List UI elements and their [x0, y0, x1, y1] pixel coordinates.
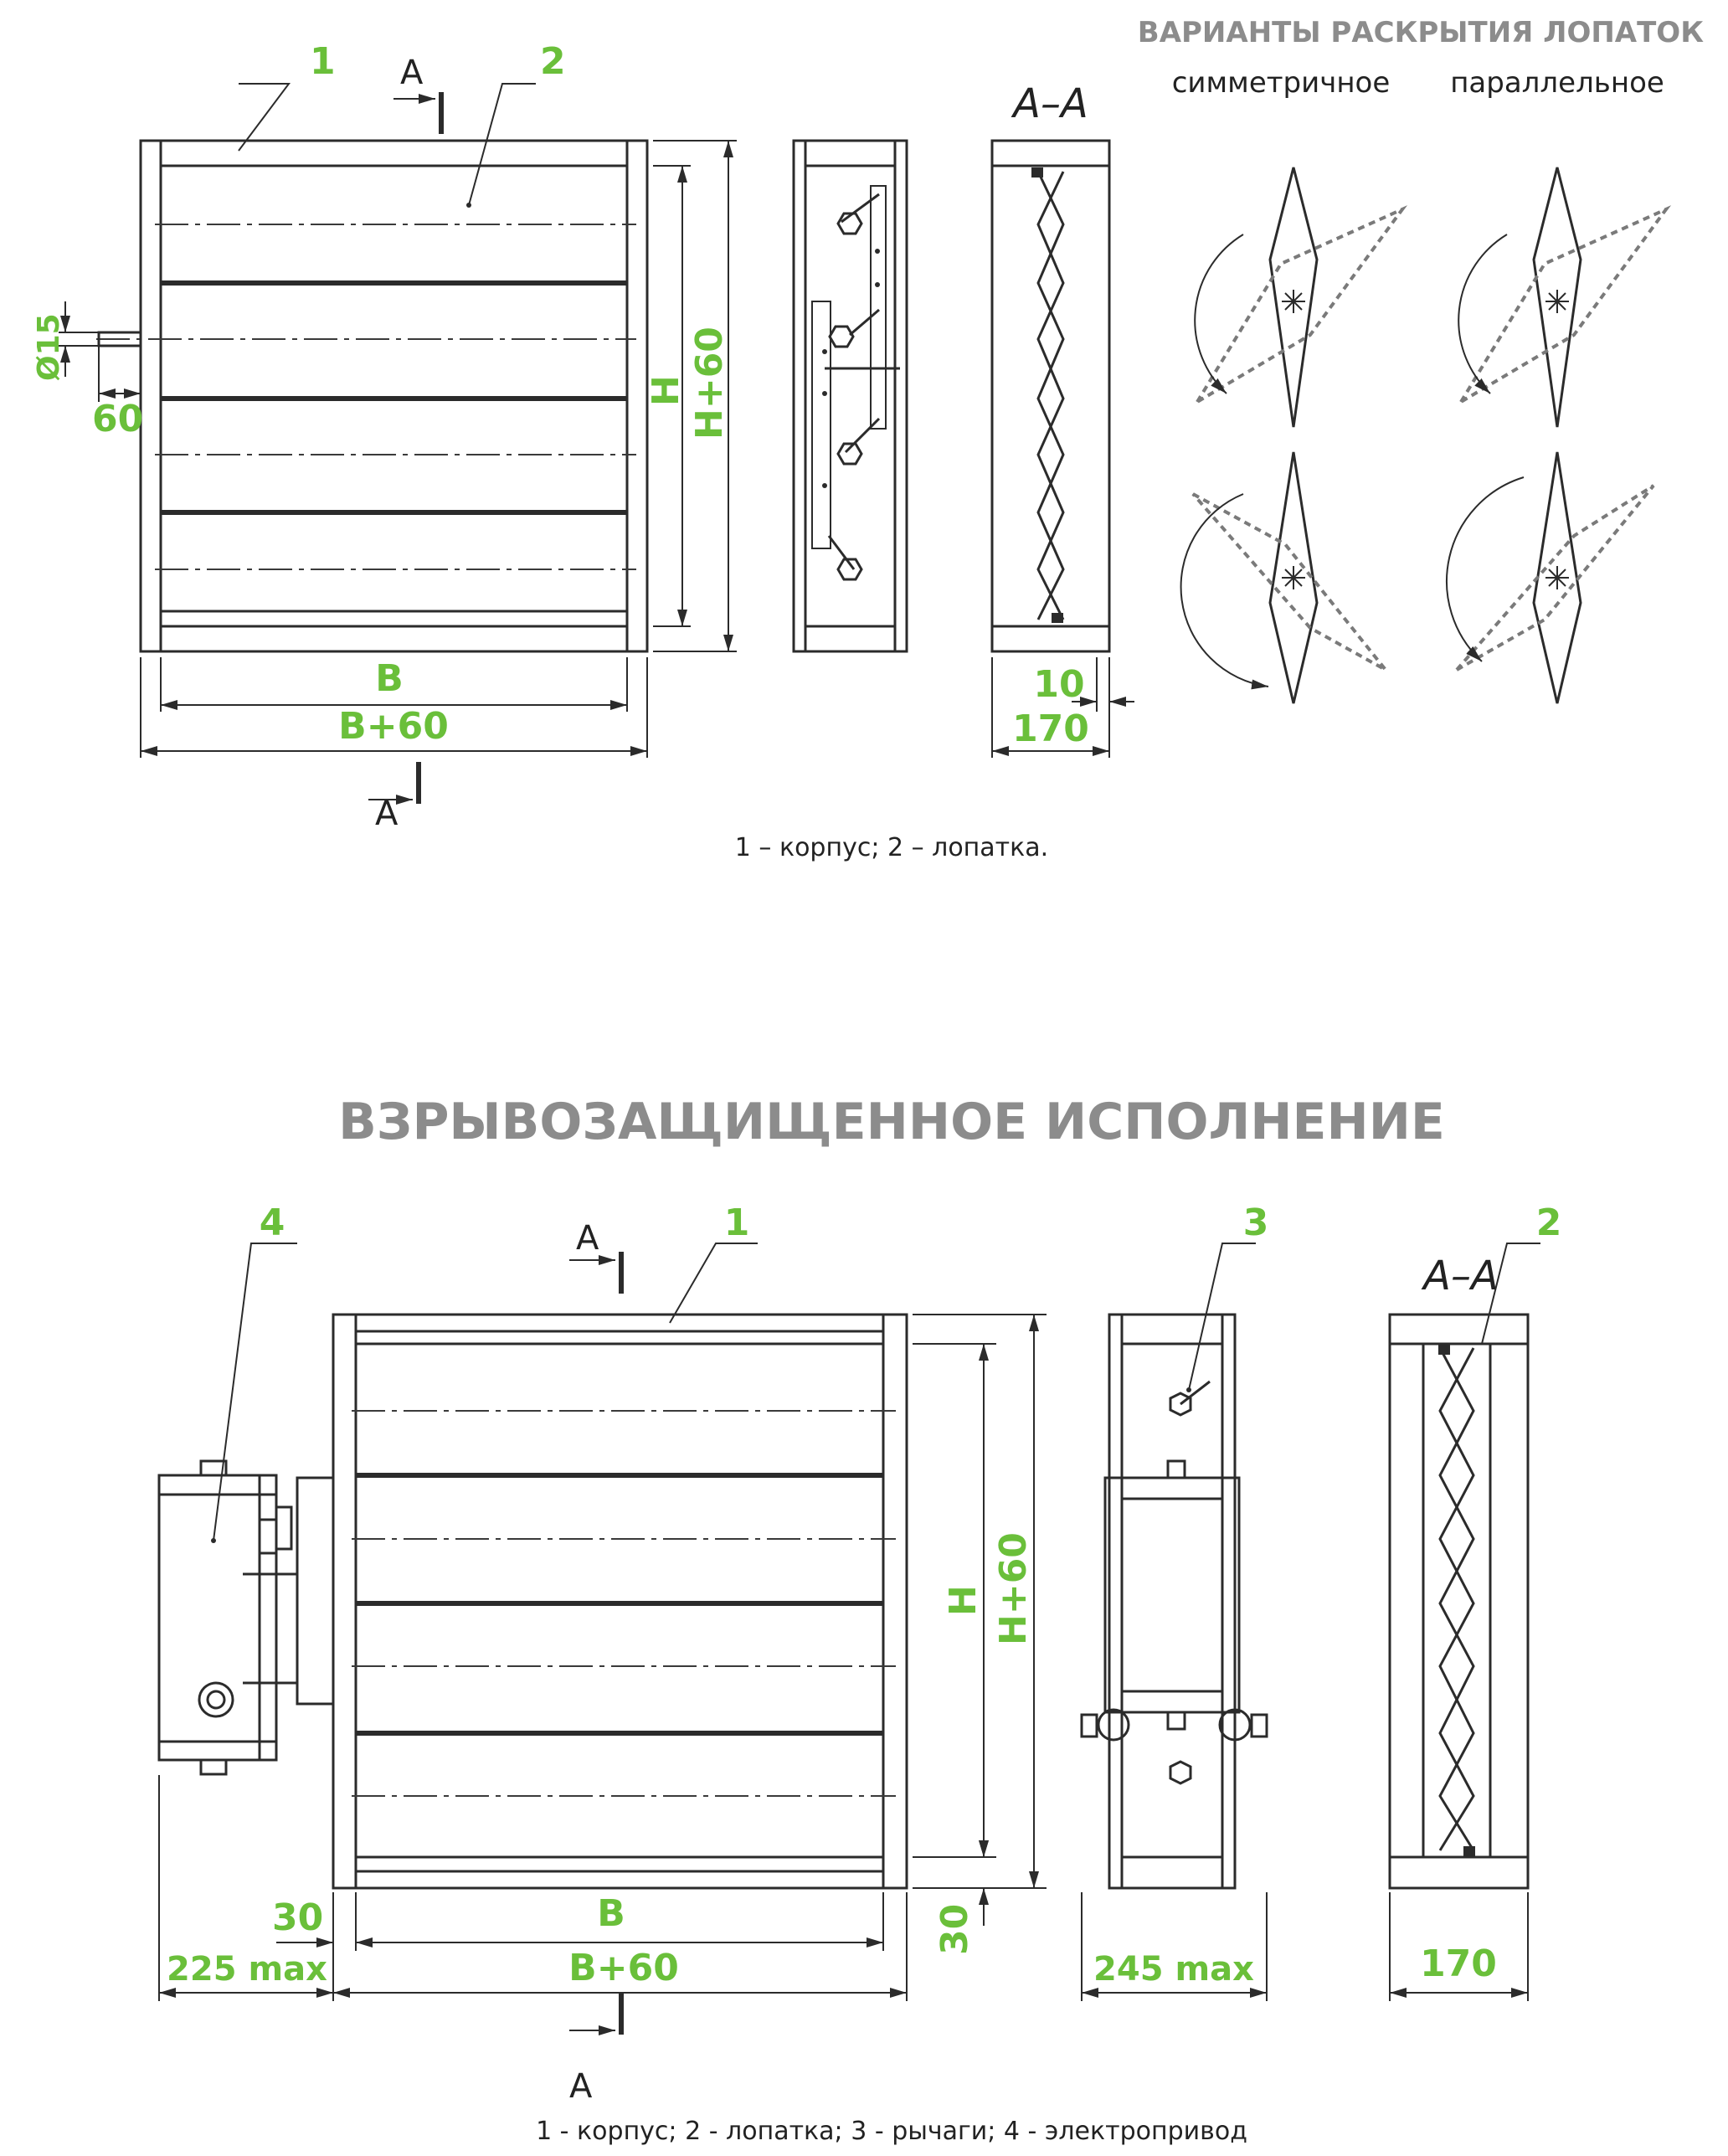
blade-variants [1180, 167, 1672, 704]
dim-225-max: 225 max [167, 1950, 327, 1989]
variant-parallel-label: параллельное [1450, 66, 1664, 100]
section-mark-top-lower: A [375, 795, 399, 833]
callout-2-top: 2 [540, 40, 566, 83]
bottom-section-aa [1388, 1243, 1540, 2001]
dim-shaft-dia: Ø15 [32, 313, 66, 381]
section-mark-top-upper: A [400, 54, 424, 92]
caption-top: 1 – корпус; 2 – лопатка. [735, 833, 1048, 862]
bottom-front-view [157, 1243, 1047, 2035]
section-mark-bottom-lower: A [569, 2067, 593, 2106]
dim-h60-top: H+60 [688, 327, 731, 440]
dim-30-left: 30 [272, 1896, 323, 1939]
callout-3: 3 [1243, 1201, 1269, 1244]
section-label-bottom: A–A [1421, 1253, 1499, 1299]
bottom-side-view [1080, 1243, 1268, 2001]
section-mark-bottom-upper: A [576, 1219, 599, 1258]
dim-30-right: 30 [933, 1904, 976, 1955]
top-section-aa [990, 139, 1134, 758]
callout-1-top: 1 [310, 40, 336, 83]
variant-symmetric-label: симметричное [1172, 66, 1391, 100]
dim-h-bottom: H [942, 1585, 985, 1616]
dim-b-bottom: B [597, 1892, 625, 1935]
variants-title: ВАРИАНТЫ РАСКРЫТИЯ ЛОПАТОК [1138, 16, 1704, 49]
bottom-title: ВЗРЫВОЗАЩИЩЕННОЕ ИСПОЛНЕНИЕ [338, 1093, 1445, 1151]
dim-b60-bottom: B+60 [568, 1947, 679, 1989]
caption-bottom: 1 - корпус; 2 - лопатка; 3 - рычаги; 4 -… [536, 2117, 1247, 2146]
dim-170-top: 170 [1012, 708, 1089, 750]
dim-shaft-len: 60 [92, 398, 143, 440]
dim-170-bottom: 170 [1420, 1942, 1497, 1985]
callout-2-bottom: 2 [1536, 1201, 1562, 1244]
dim-h60-bottom: H+60 [992, 1532, 1035, 1645]
top-front-view [59, 83, 737, 805]
dim-10: 10 [1033, 663, 1084, 706]
callout-1-bottom: 1 [724, 1201, 750, 1244]
section-label-top: A–A [1011, 80, 1088, 127]
callout-4: 4 [260, 1201, 285, 1244]
top-side-view [792, 139, 908, 653]
dim-h-top: H [645, 375, 687, 406]
dim-245-max: 245 max [1093, 1950, 1254, 1989]
dim-b-top: B [375, 657, 404, 700]
dim-b60-top: B+60 [338, 705, 449, 748]
